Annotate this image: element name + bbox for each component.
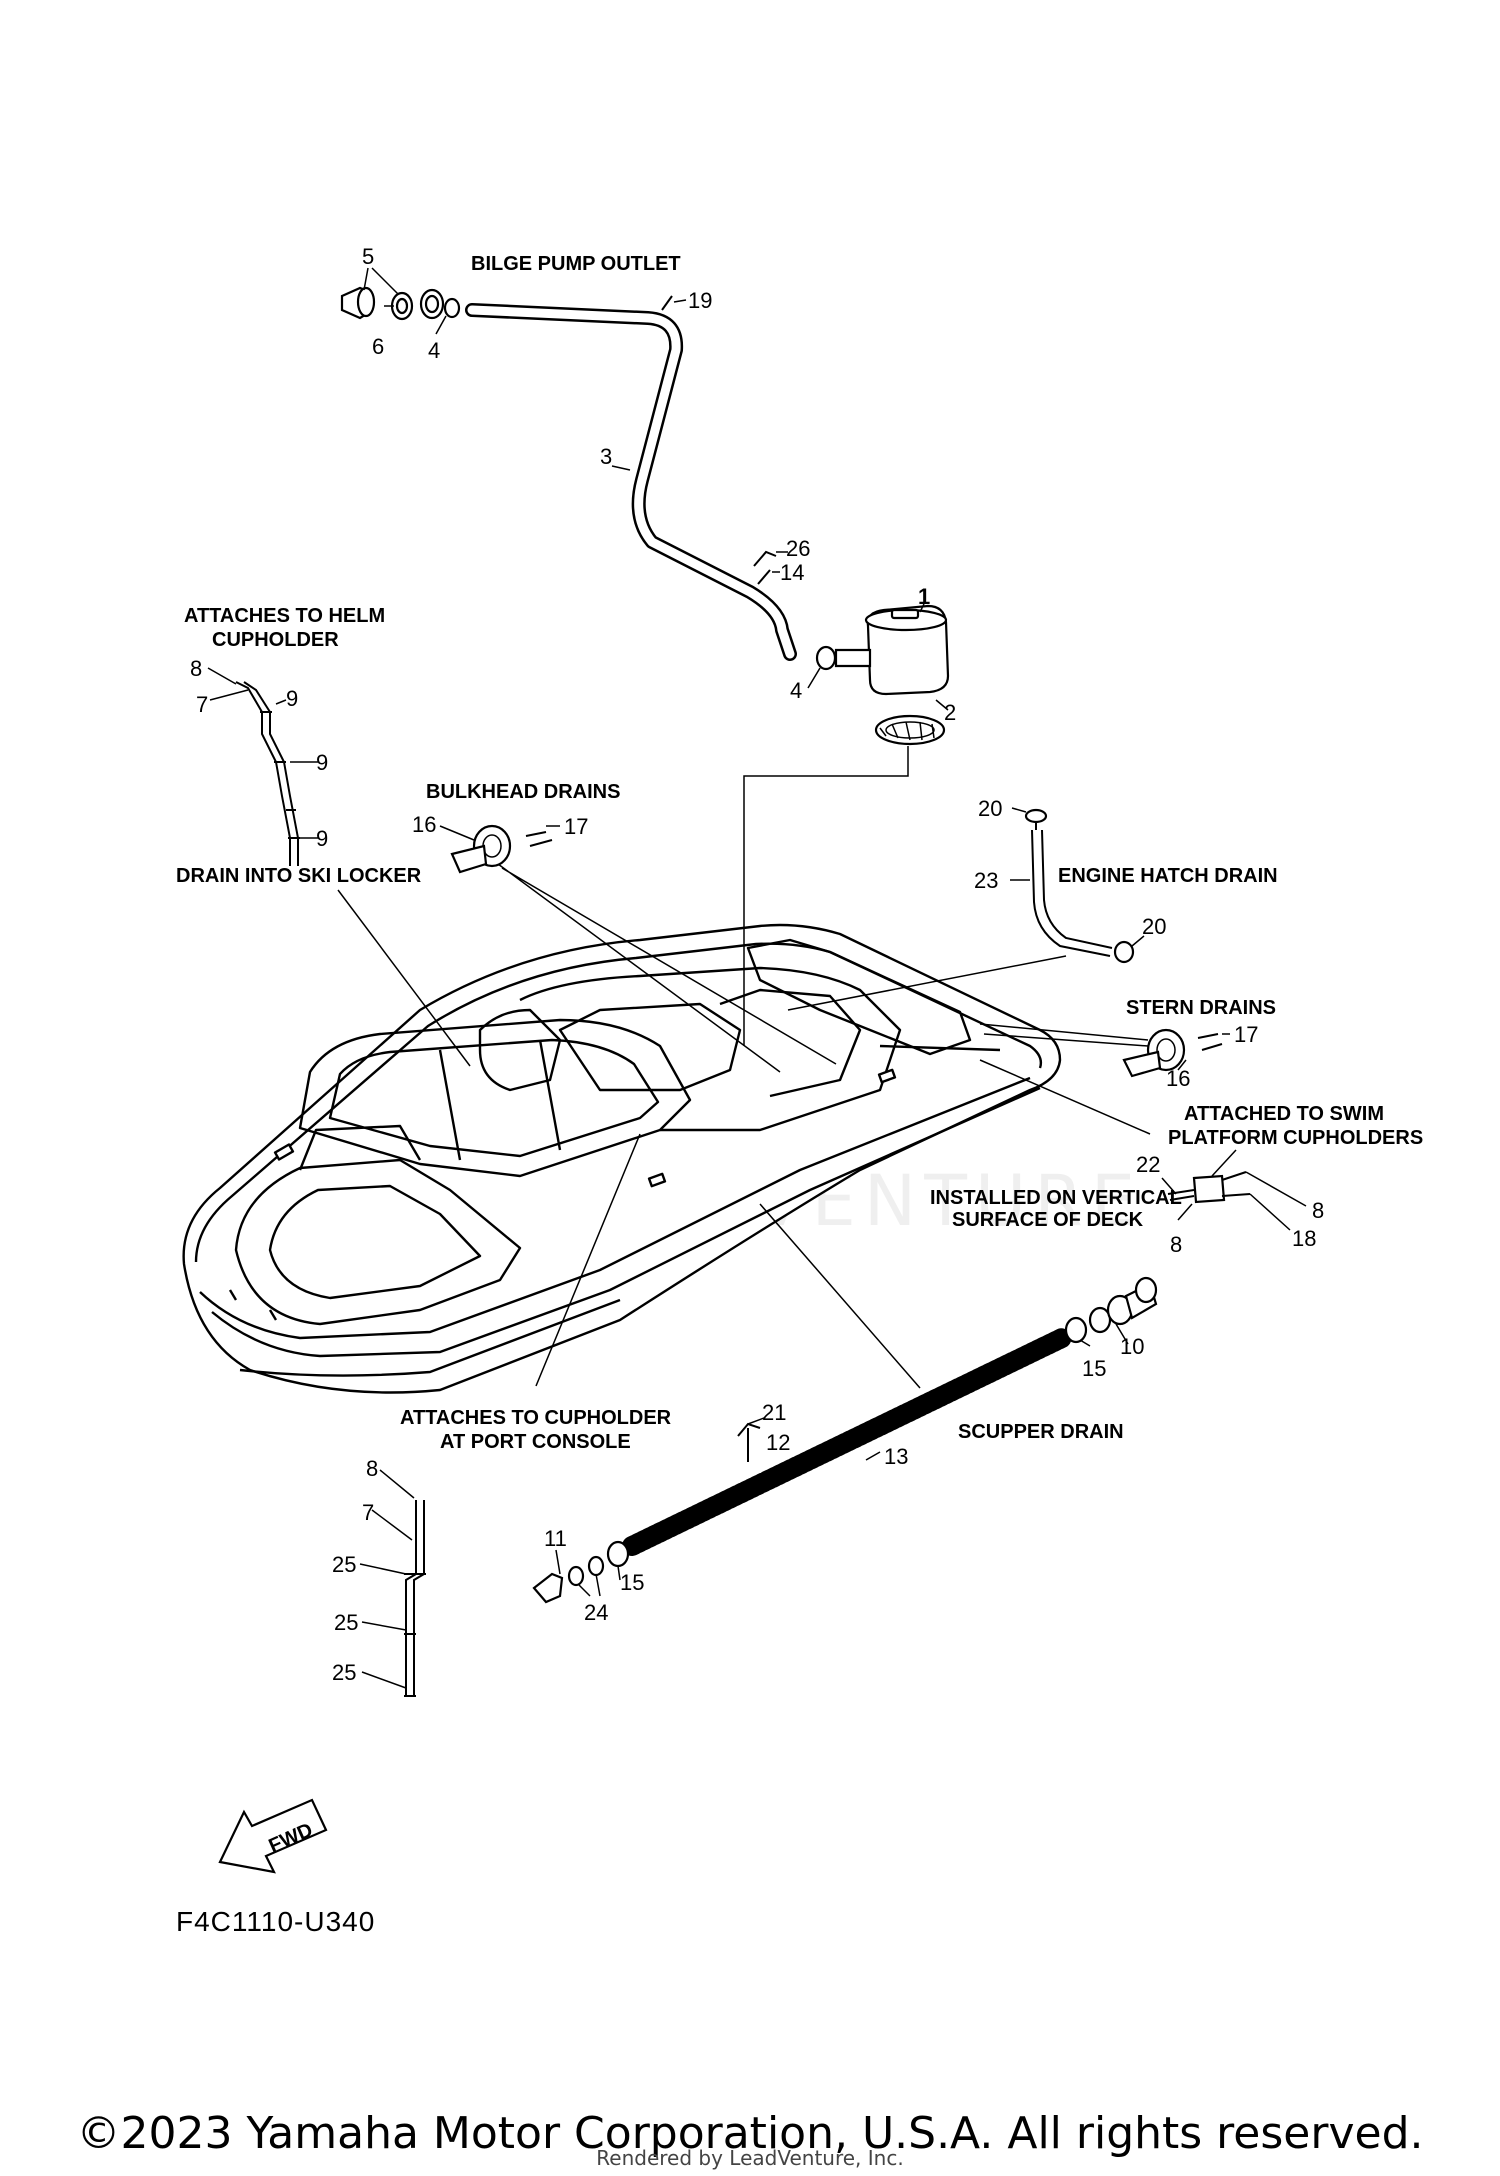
scupper-fitting-bottom [532, 1540, 630, 1604]
stern-drain-fitting [1122, 1028, 1223, 1078]
port-console-drain-hose [404, 1500, 426, 1697]
label-scupper-drain: SCUPPER DRAIN [958, 1421, 1124, 1443]
bilge-outlet-hose [465, 303, 797, 661]
outlet-fitting [340, 286, 461, 321]
part-number-25-top: 25 [332, 1552, 356, 1577]
part-number-8-swim-right: 8 [1312, 1198, 1324, 1223]
scupper-clip [737, 1422, 761, 1462]
engine-hatch-drain-hose [1024, 808, 1135, 964]
part-number-9-top: 9 [286, 686, 298, 711]
part-number-4-pump: 4 [790, 678, 802, 703]
label-helm-cupholder-1: ATTACHES TO HELM [184, 605, 385, 627]
part-number-2: 2 [944, 700, 956, 725]
rendered-by-notice: Rendered by LeadVenture, Inc. [596, 2146, 904, 2170]
part-number-8-swim-left: 8 [1170, 1232, 1182, 1257]
label-vertical-surface-1: INSTALLED ON VERTICAL [930, 1187, 1182, 1209]
part-number-24: 24 [584, 1600, 608, 1625]
label-bilge-pump-outlet: BILGE PUMP OUTLET [471, 253, 681, 275]
part-number-15-top: 15 [1082, 1356, 1106, 1381]
copyright-notice: ©2023 Yamaha Motor Corporation, U.S.A. A… [76, 2108, 1424, 2159]
part-number-7-port: 7 [362, 1500, 374, 1525]
bulkhead-drain-fitting [450, 824, 553, 874]
scupper-drain-hose [622, 1328, 1072, 1556]
fwd-arrow: FWD [218, 1798, 328, 1874]
label-port-console-2: AT PORT CONSOLE [440, 1431, 631, 1453]
part-numbers: 1 2 3 4 4 5 6 7 7 8 8 8 8 9 9 9 10 11 12… [190, 244, 1324, 1685]
part-number-14: 14 [780, 560, 804, 585]
bilge-pump [815, 604, 950, 746]
part-number-8-port: 8 [366, 1456, 378, 1481]
callout-labels: BILGE PUMP OUTLET ATTACHES TO HELM CUPHO… [176, 253, 1423, 1453]
part-number-12: 12 [766, 1430, 790, 1455]
part-number-20-top: 20 [978, 796, 1002, 821]
part-number-20-bottom: 20 [1142, 914, 1166, 939]
part-number-11: 11 [544, 1526, 567, 1551]
part-number-13: 13 [884, 1444, 908, 1469]
part-number-21: 21 [762, 1400, 786, 1425]
part-number-7-helm: 7 [196, 692, 208, 717]
part-number-1: 1 [918, 584, 930, 609]
label-port-console-1: ATTACHES TO CUPHOLDER [400, 1407, 672, 1429]
part-number-5: 5 [362, 244, 374, 269]
label-bulkhead-drains: BULKHEAD DRAINS [426, 781, 620, 803]
label-stern-drains: STERN DRAINS [1126, 997, 1276, 1019]
part-number-22: 22 [1136, 1152, 1160, 1177]
hose-clip-19 [661, 295, 673, 311]
label-helm-cupholder-2: CUPHOLDER [212, 629, 339, 651]
label-vertical-surface-2: SURFACE OF DECK [952, 1209, 1144, 1231]
swim-platform-drain [1167, 1171, 1251, 1204]
part-number-16-bulkhead: 16 [412, 812, 436, 837]
part-number-6: 6 [372, 334, 384, 359]
part-number-8-helm: 8 [190, 656, 202, 681]
hose-clip-26-14 [753, 550, 777, 585]
part-number-25-mid: 25 [334, 1610, 358, 1635]
part-number-15-bottom: 15 [620, 1570, 644, 1595]
boat-hull [182, 923, 1062, 1394]
part-number-9-bottom: 9 [316, 826, 328, 851]
part-number-18: 18 [1292, 1226, 1316, 1251]
diagram-code: F4C1110-U340 [176, 1906, 376, 1937]
label-swim-platform-2: PLATFORM CUPHOLDERS [1168, 1127, 1423, 1149]
leader-lines [207, 267, 1307, 1689]
label-drain-ski-locker: DRAIN INTO SKI LOCKER [176, 865, 422, 887]
part-number-4-top: 4 [428, 338, 440, 363]
part-number-25-bottom: 25 [332, 1660, 356, 1685]
part-number-17-stern: 17 [1234, 1022, 1258, 1047]
part-number-16-stern: 16 [1166, 1066, 1190, 1091]
part-number-10: 10 [1120, 1334, 1144, 1359]
part-number-9-mid: 9 [316, 750, 328, 775]
label-engine-hatch-drain: ENGINE HATCH DRAIN [1058, 865, 1278, 887]
part-number-19: 19 [688, 288, 712, 313]
helm-cupholder-drain-hose [235, 681, 300, 866]
part-number-26: 26 [786, 536, 810, 561]
part-number-3: 3 [600, 444, 612, 469]
label-swim-platform-1: ATTACHED TO SWIM [1184, 1103, 1384, 1125]
part-number-23: 23 [974, 868, 998, 893]
scupper-fitting-top [1064, 1276, 1158, 1344]
part-number-17-bulkhead: 17 [564, 814, 588, 839]
